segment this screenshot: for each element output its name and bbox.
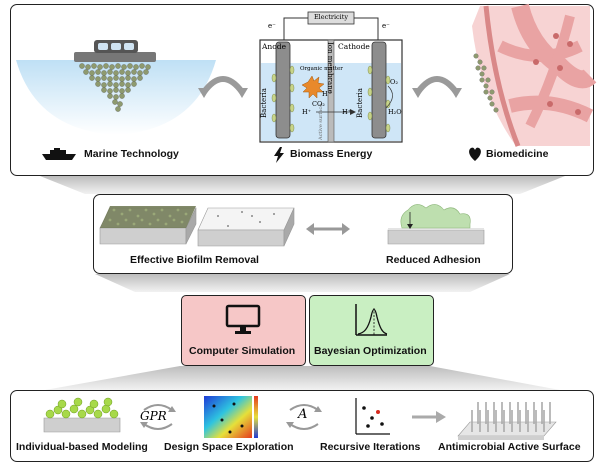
cycle-arrow-left-icon xyxy=(198,76,248,98)
organic-matter-label: Organic matter xyxy=(300,66,343,72)
clean-slab xyxy=(197,207,295,247)
h-plus-label-2: H⁺ xyxy=(302,108,312,116)
goals-panel xyxy=(93,194,513,274)
reduced-adhesion-label: Reduced Adhesion xyxy=(386,254,481,266)
iterations-scatter xyxy=(355,398,390,435)
o2-label: O₂ xyxy=(390,78,398,86)
acquisition-cycle-icon xyxy=(286,404,322,430)
marine-biofilm xyxy=(79,63,151,112)
anode-label: Anode xyxy=(262,42,287,51)
bacteria-right-label: Bacteria xyxy=(356,88,364,118)
right-arrow-icon xyxy=(412,411,446,423)
monitor-icon xyxy=(225,304,261,334)
tissue-illustration xyxy=(472,3,597,147)
gaussian-curve-icon xyxy=(355,304,388,336)
biomass-energy-label: Biomass Energy xyxy=(290,148,373,160)
active-surface-label: Active surface xyxy=(318,103,324,140)
individual-modeling-label: Individual-based Modeling xyxy=(16,441,148,453)
co2-label: CO₂ xyxy=(312,100,325,108)
recursive-iterations-label: Recursive Iterations xyxy=(320,441,421,453)
double-arrow-icon xyxy=(306,223,350,235)
biofilm-removal-label: Effective Biofilm Removal xyxy=(130,254,259,266)
fuel-cell-diagram: Electricity e⁻ e⁻ Anode Cathode Bacteria… xyxy=(256,8,406,144)
antimicrobial-surface-label: Antimicrobial Active Surface xyxy=(438,441,581,453)
gpr-label: GPR xyxy=(140,409,167,423)
h-plus-label-1: H⁺ xyxy=(322,90,332,98)
workflow-panel xyxy=(10,390,594,462)
modeling-block xyxy=(43,397,121,433)
marine-illustration xyxy=(16,40,216,135)
pillar-surface xyxy=(457,402,557,440)
biofilm-slab xyxy=(99,206,197,245)
h2o-label: H₂O xyxy=(388,108,402,116)
design-space-label: Design Space Exploration xyxy=(164,441,294,453)
h-plus-label-3: H⁺ xyxy=(342,108,352,116)
electricity-label: Electricity xyxy=(313,13,349,21)
bacteria-left-label: Bacteria xyxy=(260,88,268,118)
bayesian-optimization-box xyxy=(309,295,434,366)
cycle-arrow-right-icon xyxy=(412,76,462,98)
heart-icon xyxy=(469,147,481,161)
applications-panel xyxy=(10,4,594,176)
marine-technology-label: Marine Technology xyxy=(84,148,179,160)
gpr-cycle-icon xyxy=(140,404,176,430)
adhesion-slab xyxy=(387,204,485,245)
lightning-icon xyxy=(274,147,284,163)
ship-icon xyxy=(42,148,76,160)
design-space-heatmap xyxy=(204,396,258,438)
electron-left-label: e⁻ xyxy=(268,22,276,30)
cathode-label: Cathode xyxy=(338,42,370,51)
computer-simulation-label: Computer Simulation xyxy=(189,345,296,357)
biomedicine-label: Biomedicine xyxy=(486,148,549,160)
bayesian-optimization-label: Bayesian Optimization xyxy=(314,345,427,357)
organic-matter-icon xyxy=(301,75,325,99)
acquisition-label: A xyxy=(298,407,308,422)
electron-right-label: e⁻ xyxy=(382,22,390,30)
